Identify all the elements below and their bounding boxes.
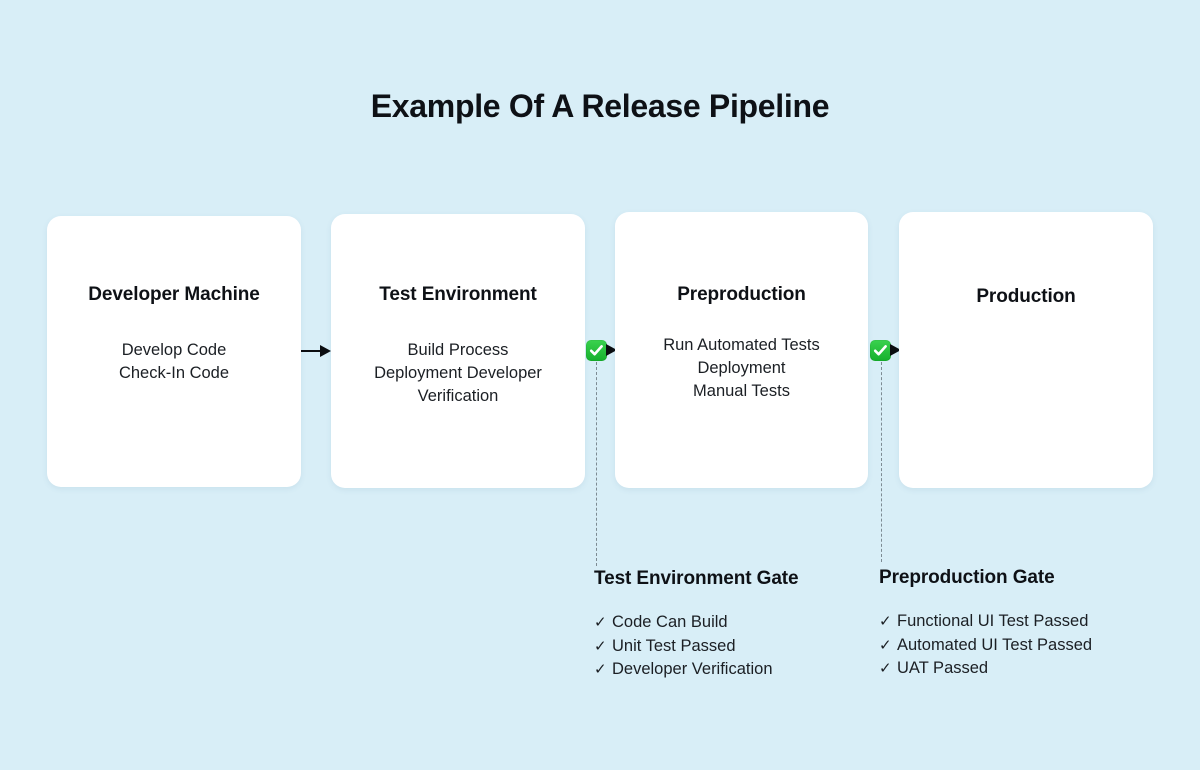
gate-heading: Test Environment Gate	[594, 568, 799, 589]
check-icon: ✓	[594, 661, 607, 678]
stage-card-production: Production	[899, 212, 1153, 488]
stage-item: Check-In Code	[118, 364, 230, 382]
arrow-shaft	[301, 350, 325, 353]
stage-card-preproduction: Preproduction Run Automated Tests Deploy…	[615, 212, 868, 488]
gate-check-item: ✓ Functional UI Test Passed	[879, 610, 1092, 634]
check-icon: ✓	[594, 614, 607, 631]
gate-marker-test-environment	[586, 340, 622, 362]
page-title: Example Of A Release Pipeline	[370, 88, 830, 124]
check-icon: ✓	[879, 660, 892, 677]
gate-check-item: ✓ Developer Verification	[594, 658, 798, 682]
gate-check-item: ✓ UAT Passed	[879, 657, 1092, 681]
check-badge-icon	[870, 340, 891, 361]
gate-drop-line	[881, 362, 882, 562]
gate-check-label: Code Can Build	[612, 613, 728, 631]
stage-title: Developer Machine	[88, 284, 260, 305]
stage-item: Develop Code	[121, 341, 227, 359]
stage-item: Deployment Developer	[374, 364, 542, 382]
stage-card-developer-machine: Developer Machine Develop Code Check-In …	[47, 216, 301, 487]
stage-title: Production	[976, 286, 1076, 307]
stage-body: Develop Code Check-In Code	[47, 339, 301, 385]
stage-item: Run Automated Tests	[663, 336, 820, 354]
gate-check-label: Unit Test Passed	[612, 636, 736, 655]
gate-heading: Preproduction Gate	[879, 567, 1055, 588]
stage-item: Deployment	[697, 359, 786, 377]
check-icon: ✓	[594, 637, 607, 655]
check-icon: ✓	[879, 636, 892, 654]
stage-body: Build Process Deployment Developer Verif…	[331, 339, 585, 408]
gate-preproduction: Preproduction Gate ✓ Functional UI Test …	[879, 567, 1092, 681]
gate-marker-preproduction	[870, 340, 906, 362]
gate-check-label: Developer Verification	[612, 660, 773, 678]
check-icon: ✓	[879, 613, 892, 630]
stage-title: Preproduction	[677, 284, 806, 305]
stage-title: Test Environment	[379, 284, 537, 305]
arrow-dev-to-test-icon	[301, 344, 331, 358]
stage-body: Run Automated Tests Deployment Manual Te…	[615, 334, 868, 403]
gate-check-item: ✓ Automated UI Test Passed	[879, 634, 1092, 658]
gate-check-item: ✓ Unit Test Passed	[594, 635, 798, 659]
arrow-head	[890, 344, 901, 356]
gate-test-environment: Test Environment Gate ✓ Code Can Build ✓…	[594, 568, 799, 682]
gate-check-list: ✓ Code Can Build ✓ Unit Test Passed ✓ De…	[594, 611, 798, 682]
gate-check-label: UAT Passed	[897, 659, 989, 677]
gate-check-item: ✓ Code Can Build	[594, 611, 798, 635]
check-badge-icon	[586, 340, 607, 361]
gate-check-label: Functional UI Test Passed	[897, 612, 1089, 630]
stage-item: Build Process	[407, 341, 509, 359]
arrow-head	[320, 344, 331, 357]
stage-item: Manual Tests	[693, 382, 790, 400]
stage-item: Verification	[417, 387, 499, 405]
gate-check-label: Automated UI Test Passed	[897, 635, 1093, 654]
gate-check-list: ✓ Functional UI Test Passed ✓ Automated …	[879, 610, 1092, 681]
gate-drop-line	[596, 362, 597, 566]
arrow-head	[606, 344, 617, 356]
stage-card-test-environment: Test Environment Build Process Deploymen…	[331, 214, 585, 488]
